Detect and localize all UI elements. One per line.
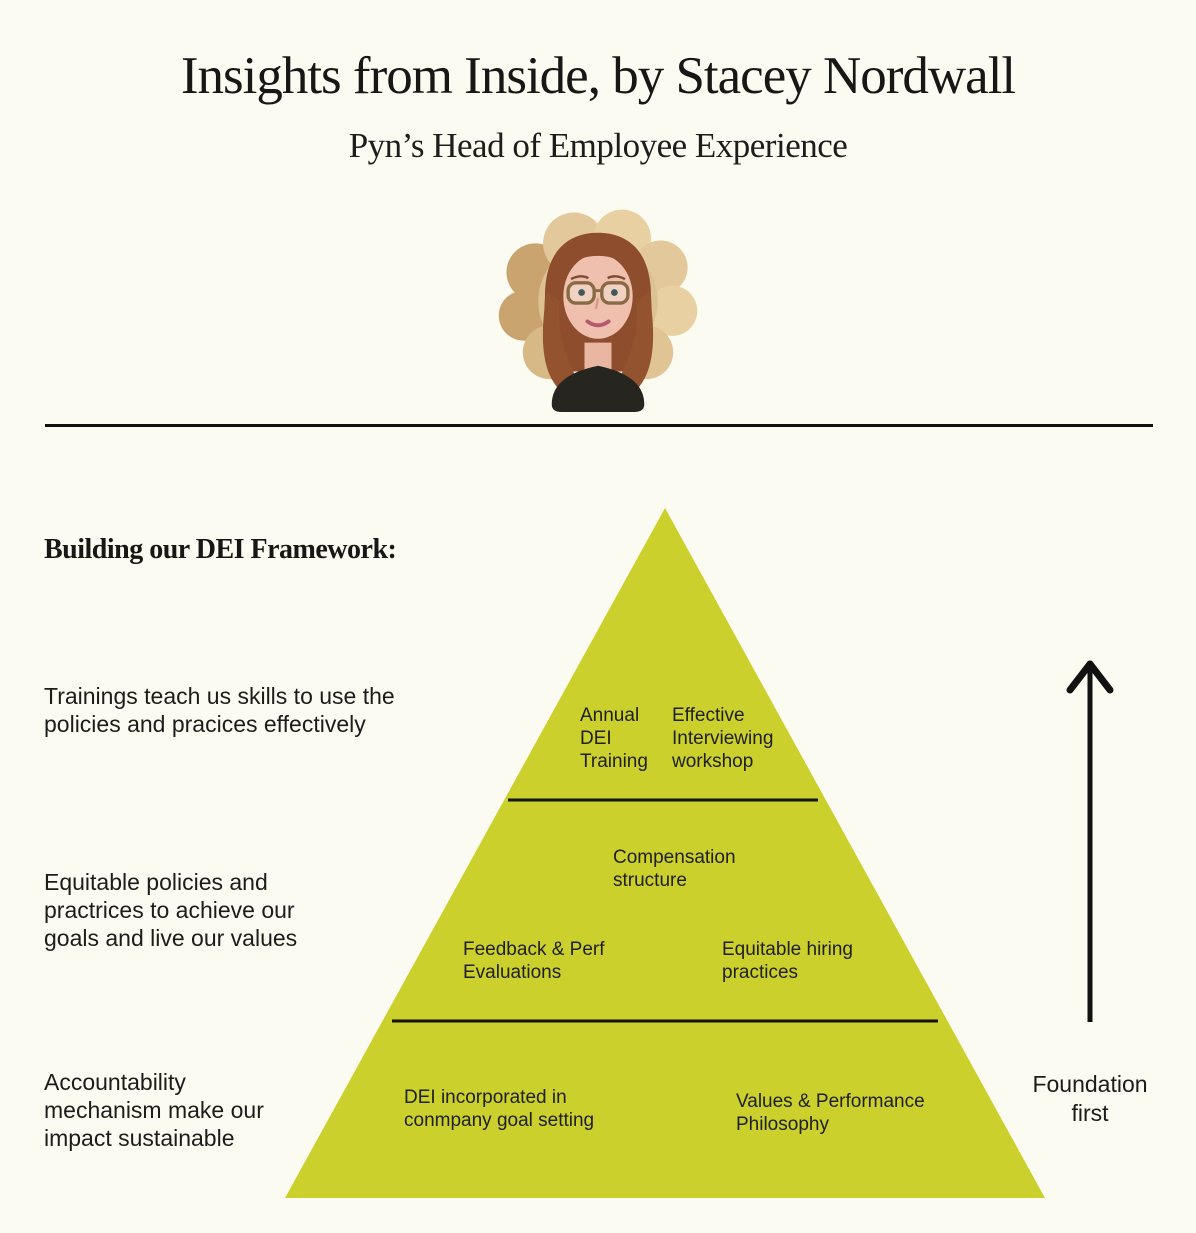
label-compensation-structure: Compensation structure <box>613 847 736 891</box>
label-annual-dei-training: Annual DEI Training <box>580 705 648 772</box>
annotation-accountability: Accountability mechanism make our impact… <box>44 1069 264 1151</box>
foundation-first-label: Foundation first <box>1032 1071 1148 1126</box>
label-values-performance: Values & Performance Philosophy <box>736 1091 925 1135</box>
label-effective-interviewing: Effective Interviewing workshop <box>672 705 774 772</box>
section-heading: Building our DEI Framework: <box>44 534 397 565</box>
pyramid-diagram <box>285 508 1045 1198</box>
pyramid-shape <box>285 508 1045 1198</box>
annotation-trainings: Trainings teach us skills to use the pol… <box>44 683 395 737</box>
annotation-policies: Equitable policies and practrices to ach… <box>44 869 298 951</box>
divider-line <box>45 424 1153 427</box>
up-arrow-icon <box>1066 660 1114 1022</box>
label-feedback-evaluations: Feedback & Perf Evaluations <box>463 939 605 983</box>
label-equitable-hiring: Equitable hiring practices <box>722 939 853 983</box>
page-title: Insights from Inside, by Stacey Nordwall <box>180 47 1016 105</box>
author-photo <box>498 209 698 412</box>
page-subtitle: Pyn’s Head of Employee Experience <box>348 126 848 165</box>
label-dei-goal-setting: DEI incorporated in conmpany goal settin… <box>404 1087 595 1131</box>
portrait-illustration <box>542 232 654 412</box>
